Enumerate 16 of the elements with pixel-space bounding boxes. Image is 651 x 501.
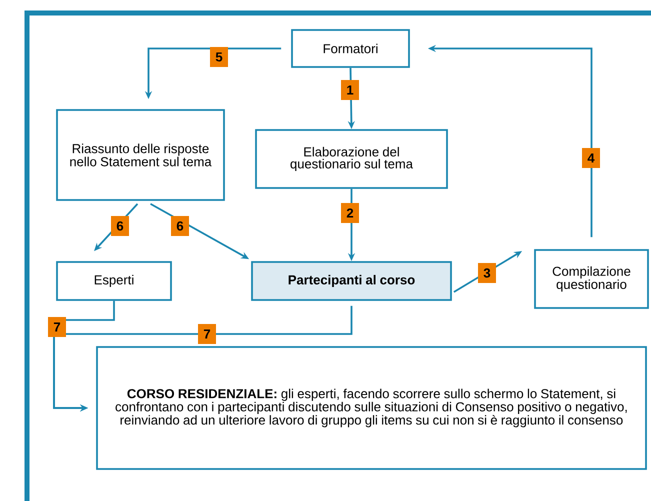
step-number: 6: [171, 216, 189, 236]
process-box: Formatori: [291, 29, 410, 68]
process-box: Esperti: [56, 261, 172, 301]
step-number: 2: [341, 203, 359, 223]
process-box: Riassunto delle risposte nello Statement sul tema: [56, 109, 225, 201]
step-number: 4: [582, 148, 600, 168]
step-number: 6: [111, 216, 129, 236]
step-number: 7: [48, 317, 66, 337]
step-number: 7: [198, 324, 216, 344]
process-box: Compilazione questionario: [534, 249, 649, 309]
step-number: 5: [210, 47, 228, 67]
process-box: Elaborazione del questionario sul tema: [255, 129, 448, 189]
step-number: 3: [478, 263, 496, 283]
description-box: CORSO RESIDENZIALE: gli esperti, facendo scorrere sullo schermo lo Statement, si confrontano con i partecipanti discutendo sulle situazioni di Consenso positivo o negativo, reinviando ad un ulteriore lavoro di gruppo gli items su cui non si è raggiunto il consenso: [96, 346, 647, 470]
step-number: 1: [341, 80, 359, 100]
highlighted-box: Partecipanti al corso: [251, 261, 452, 301]
